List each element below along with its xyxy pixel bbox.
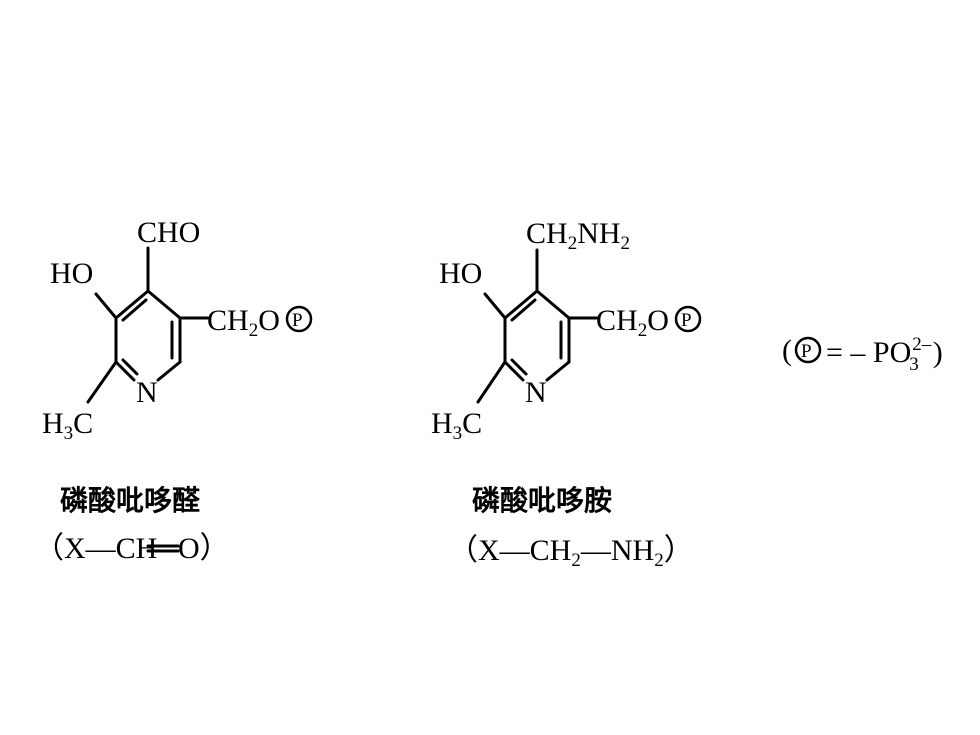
- aminomethyl-label: CH2NH2: [526, 217, 630, 254]
- ring-bond: [156, 360, 182, 382]
- phosphate-icon: P: [674, 305, 702, 333]
- hydroxyl-label: HO: [439, 257, 482, 290]
- hydroxyl-label: HO: [50, 257, 93, 290]
- double-bond: [510, 298, 537, 322]
- functional-group-formula: （X—CH2—NH2）: [448, 534, 694, 571]
- methyl-label: H3C: [42, 407, 93, 444]
- ring-bond: [545, 360, 571, 382]
- svg-text:(: (: [782, 334, 792, 367]
- methyl-label: H3C: [431, 407, 482, 444]
- ring-bond: [114, 360, 136, 382]
- svg-text:P: P: [801, 341, 812, 362]
- compound-name: 磷酸吡哆醛: [60, 484, 201, 517]
- aldehyde-label: CHO: [137, 216, 200, 249]
- substituent-bond: [86, 360, 118, 404]
- functional-group-formula: （X—CH O）: [34, 532, 230, 565]
- svg-text:= – PO2–3): = – PO2–3): [826, 334, 943, 375]
- double-bond: [121, 298, 148, 322]
- substituent-bond: [483, 292, 507, 320]
- ring-bond: [535, 289, 571, 320]
- ch2o-label: CH2O: [207, 304, 280, 341]
- ch2o-label: CH2O: [596, 304, 669, 341]
- pyridoxal-phosphate-structure: CHO HO N CH2O P H3C 磷酸吡哆醛 （X—CH O）: [34, 216, 313, 565]
- compound-name: 磷酸吡哆胺: [472, 484, 612, 517]
- phosphate-icon: P: [794, 336, 822, 364]
- ring-bond: [146, 289, 182, 320]
- ring-bond: [503, 360, 525, 382]
- double-bond: [121, 358, 139, 376]
- phosphate-icon: P: [285, 305, 313, 333]
- substituent-bond: [94, 292, 118, 320]
- svg-text:P: P: [681, 310, 692, 331]
- ring-bond: [503, 289, 539, 320]
- substituent-bond: [476, 360, 507, 404]
- pyridoxamine-phosphate-structure: CH2NH2 HO N CH2O P H3C 磷酸吡哆胺 （X—CH2—NH2）: [431, 217, 702, 571]
- ring-nitrogen-label: N: [525, 376, 547, 409]
- ring-bond: [114, 289, 150, 320]
- svg-text:O）: O）: [178, 532, 230, 565]
- phosphate-legend: ( P = – PO2–3): [782, 334, 943, 375]
- double-bond: [510, 358, 528, 376]
- svg-text:（X—CH: （X—CH: [34, 532, 157, 565]
- ring-nitrogen-label: N: [136, 376, 158, 409]
- svg-text:P: P: [292, 310, 303, 331]
